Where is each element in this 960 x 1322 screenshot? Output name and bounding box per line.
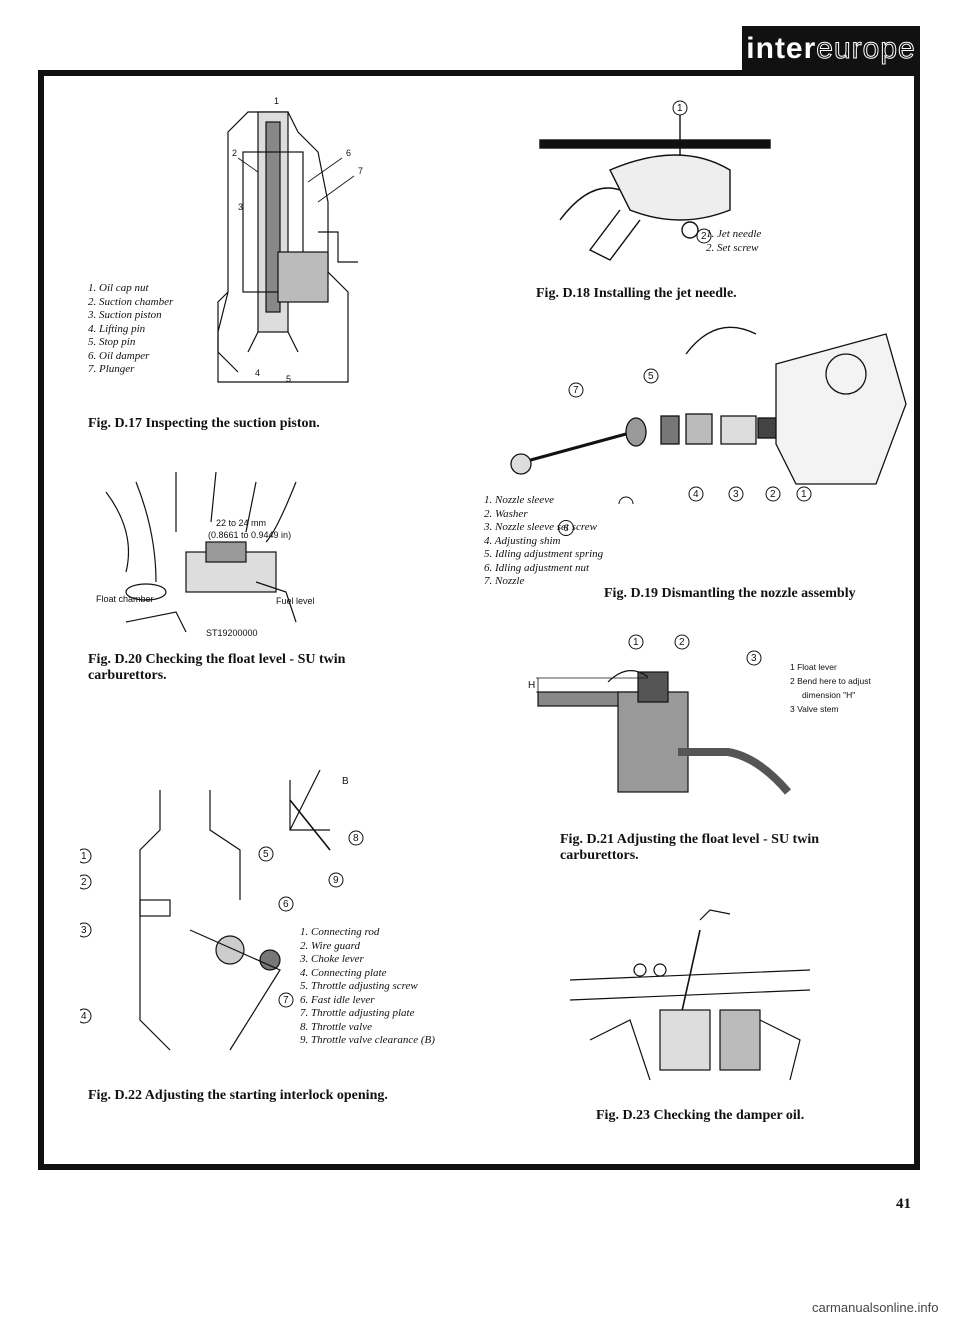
d19-callout-7: 7 <box>573 385 579 396</box>
figure-d22: B 1 2 3 4 5 6 7 8 9 <box>80 770 380 1070</box>
d22-legend-item: 2. Wire guard <box>300 939 360 952</box>
d18-callout-1: 1 <box>677 103 683 114</box>
d22-legend-item: 5. Throttle adjusting screw <box>300 980 418 992</box>
d17-callout-3: 3 <box>238 202 243 212</box>
figure-d21-illustration: H 1 2 3 <box>528 634 792 795</box>
d22-callout-5: 5 <box>263 849 269 860</box>
d20-fuel-level-label: Fuel level <box>276 596 315 606</box>
d22-caption: Fig. D.22 Adjusting the starting interlo… <box>88 1088 388 1103</box>
d19-legend-item: 5. Idling adjustment spring <box>484 548 604 560</box>
d22-legend-item: 9. Throttle valve clearance (B) <box>300 1034 435 1046</box>
d19-caption: Fig. D.19 Dismantling the nozzle assembl… <box>604 586 856 601</box>
d22-dim-label: B <box>342 776 349 787</box>
figure-d19: 5 7 4 3 2 1 <box>496 304 916 504</box>
d17-callout-5: 5 <box>286 374 291 384</box>
figure-d20: 22 to 24 mm (0.8661 to 0.9449 in) Float … <box>96 472 346 640</box>
d21-legend: 1 Float lever 2 Bend here to adjust dime… <box>790 660 871 716</box>
figure-d23 <box>570 900 810 1090</box>
d22-legend-item: 4. Connecting plate <box>300 966 387 979</box>
page-frame <box>38 70 920 1170</box>
d19-callout-4: 4 <box>693 489 699 500</box>
d17-callout-7: 7 <box>358 166 363 176</box>
figure-d17-illustration: 1 2 3 4 5 6 7 <box>217 96 363 384</box>
d21-legend-item: 3 Valve stem <box>790 704 839 714</box>
d21-dim-label: H <box>528 680 535 691</box>
d22-callout-7: 7 <box>283 995 289 1006</box>
footer-watermark: carmanualsonline.info <box>812 1300 939 1315</box>
d21-callout-2: 2 <box>679 637 685 648</box>
d20-code-label: ST19200000 <box>206 628 258 638</box>
d22-legend-item: 7. Throttle adjusting plate <box>300 1007 415 1019</box>
d17-legend-item: 6. Oil damper <box>88 349 150 362</box>
d19-callout-3: 3 <box>733 489 739 500</box>
d17-legend-item: 1. Oil cap nut <box>88 282 149 294</box>
figure-d18-illustration: 1 2 <box>539 100 771 261</box>
d18-caption: Fig. D.18 Installing the jet needle. <box>536 286 737 301</box>
brand-logo-text: inter <box>746 32 817 65</box>
figure-d20-illustration: 22 to 24 mm (0.8661 to 0.9449 in) Float … <box>96 472 315 638</box>
d22-callout-3: 3 <box>81 925 87 936</box>
d19-callout-2: 2 <box>770 489 776 500</box>
d18-legend-item: 1. Jet needle <box>706 228 762 240</box>
figure-d21: H 1 2 3 <box>528 632 828 812</box>
d21-callout-1: 1 <box>633 637 639 648</box>
d17-callout-2: 2 <box>232 148 237 158</box>
d21-callout-3: 3 <box>751 653 757 664</box>
d17-legend-item: 4. Lifting pin <box>88 322 146 335</box>
d17-callout-1: 1 <box>274 96 279 106</box>
d21-legend-item: 1 Float lever <box>790 662 837 672</box>
d17-callout-4: 4 <box>255 368 260 378</box>
d19-callout-6: 6 <box>558 520 574 536</box>
d22-callout-2: 2 <box>81 877 87 888</box>
page-number: 41 <box>896 1196 911 1212</box>
d22-callout-8: 8 <box>353 833 359 844</box>
d20-dimension-in-label: (0.8661 to 0.9449 in) <box>208 530 291 540</box>
d19-callout-1: 1 <box>801 489 807 500</box>
d20-float-chamber-label: Float chamber <box>96 594 154 604</box>
figure-d17: 1 2 3 4 5 6 7 1. Oil cap nut 2. Suction … <box>78 92 408 402</box>
d19-legend-item: 3. Nozzle sleeve set screw <box>484 521 597 533</box>
d17-legend-item: 7. Plunger <box>88 363 135 375</box>
d21-legend-item: 2 Bend here to adjust <box>790 676 871 686</box>
d17-legend-item: 5. Stop pin <box>88 336 136 348</box>
figure-d19-illustration: 5 7 4 3 2 1 <box>510 326 907 504</box>
d19-callout-5: 5 <box>648 371 654 382</box>
d19-legend-item: 4. Adjusting shim <box>484 534 561 547</box>
d19-callout-6-wrap: 6 <box>558 518 578 536</box>
d21-caption: Fig. D.21 Adjusting the float level - SU… <box>560 832 819 863</box>
d19-legend-item: 7. Nozzle <box>484 575 525 587</box>
figure-d23-illustration <box>570 909 810 1081</box>
d17-legend-item: 3. Suction piston <box>88 309 162 321</box>
d22-callout-4: 4 <box>81 1011 87 1022</box>
d17-caption: Fig. D.17 Inspecting the suction piston. <box>88 416 320 431</box>
d19-legend-item: 1. Nozzle sleeve <box>484 494 554 506</box>
d22-callout-9: 9 <box>333 875 339 886</box>
d18-legend: 1. Jet needle 2. Set screw <box>706 228 761 255</box>
d17-legend-item: 2. Suction chamber <box>88 295 174 308</box>
d22-legend: 1. Connecting rod 2. Wire guard 3. Choke… <box>300 926 435 1048</box>
d22-legend-item: 1. Connecting rod <box>300 926 380 938</box>
d19-legend: 1. Nozzle sleeve 2. Washer 3. Nozzle sle… <box>484 494 603 589</box>
d18-legend-item: 2. Set screw <box>706 241 759 254</box>
d22-legend-item: 8. Throttle valve <box>300 1020 372 1033</box>
figure-d22-illustration: B 1 2 3 4 5 6 7 8 9 <box>80 770 364 1051</box>
figure-d18: 1 2 1. Jet needle 2. Set screw <box>530 100 790 280</box>
d17-callout-6: 6 <box>346 148 351 158</box>
d22-callout-1: 1 <box>81 851 87 862</box>
brand-logo: intereurope <box>742 26 920 72</box>
d18-callout-2: 2 <box>701 231 707 242</box>
d23-caption: Fig. D.23 Checking the damper oil. <box>596 1108 805 1123</box>
d17-legend: 1. Oil cap nut 2. Suction chamber 3. Suc… <box>88 282 173 377</box>
d21-legend-item: dimension "H" <box>802 690 856 700</box>
d22-legend-item: 6. Fast idle lever <box>300 993 375 1006</box>
d20-caption: Fig. D.20 Checking the float level - SU … <box>88 652 346 683</box>
d19-legend-item: 2. Washer <box>484 507 528 520</box>
brand-logo-text-light: europe <box>816 32 916 66</box>
d20-dimension-label: 22 to 24 mm <box>216 518 266 528</box>
d19-legend-item: 6. Idling adjustment nut <box>484 561 590 574</box>
d22-legend-item: 3. Choke lever <box>300 953 364 965</box>
d22-callout-6: 6 <box>283 899 289 910</box>
